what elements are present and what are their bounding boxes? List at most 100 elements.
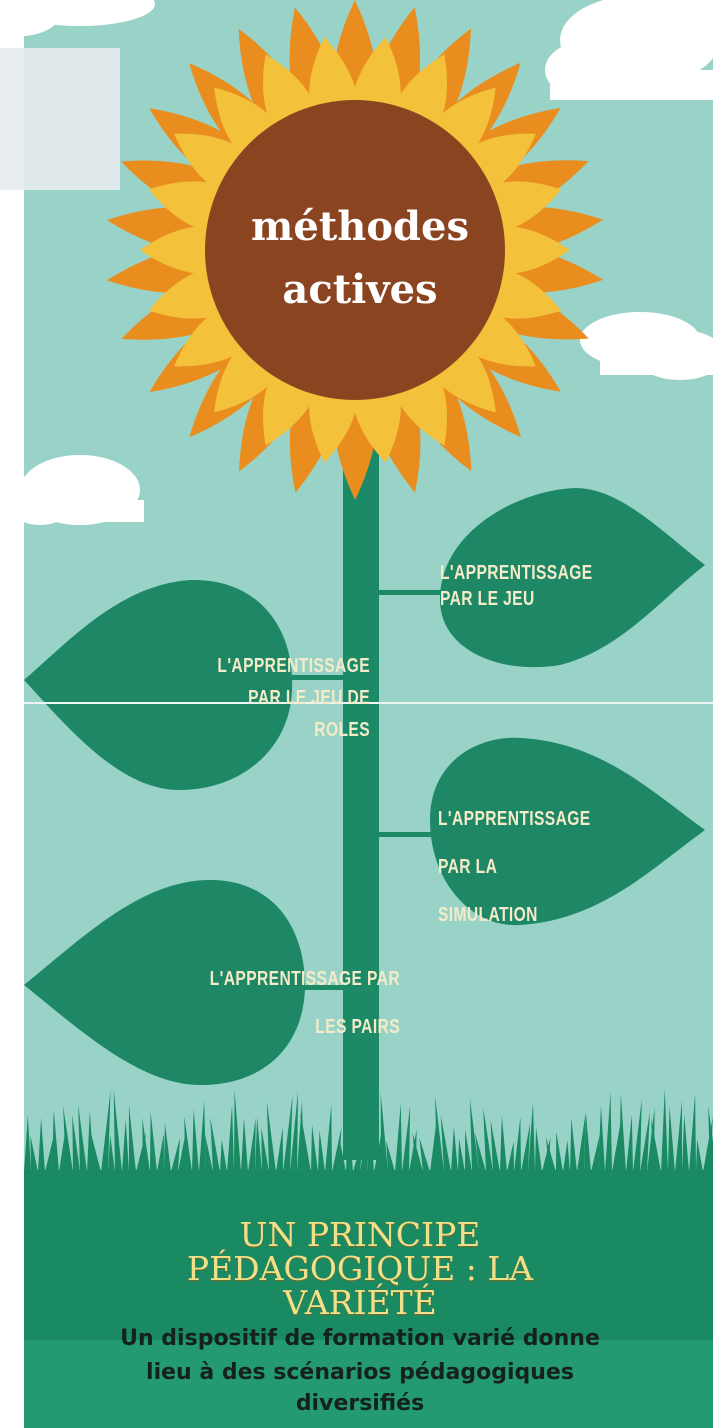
leaf-line: PAR LA: [438, 856, 498, 878]
grass-blade: [59, 1126, 66, 1172]
grass-blade: [412, 1132, 423, 1172]
grass-blade: [318, 1130, 325, 1172]
leaf-label-simulation: L'APPRENTISSAGE PAR LA SIMULATION: [438, 795, 649, 939]
leaf-simulation: [430, 737, 705, 926]
grass-blade: [402, 1105, 411, 1172]
grass-blade: [150, 1111, 157, 1172]
grass-blade: [30, 1135, 38, 1172]
grass-blade: [640, 1112, 650, 1172]
grass-blade: [374, 1135, 382, 1172]
grass-blade: [514, 1117, 521, 1172]
grass-blade: [199, 1100, 206, 1172]
grass-blade: [78, 1105, 87, 1172]
grass-blade: [24, 1115, 31, 1172]
grass-blade: [171, 1137, 180, 1172]
grass-blade: [689, 1093, 696, 1172]
grass-blade: [325, 1104, 332, 1172]
description-text: Un dispositif de formation varié donne l…: [20, 1322, 700, 1418]
grass-blade: [458, 1138, 465, 1172]
grass-blade: [122, 1118, 129, 1172]
grass-blade: [475, 1132, 486, 1172]
grass-blade: [556, 1131, 563, 1172]
grass-blade: [90, 1132, 101, 1172]
grass-blade: [255, 1117, 262, 1172]
divider-line: [24, 702, 713, 704]
grass-blade: [490, 1119, 500, 1172]
grass-blade: [248, 1117, 256, 1172]
grass-blade: [276, 1127, 283, 1172]
grass-blade: [360, 1116, 369, 1172]
grass-icon: [24, 1088, 713, 1172]
principle-heading: UN PRINCIPE PÉDAGOGIQUE : LA VARIÉTÉ: [100, 1218, 620, 1320]
flower-title-line2: actives: [282, 266, 438, 313]
grass-blade: [45, 1137, 54, 1172]
grass-blade: [157, 1133, 164, 1172]
grass-blade: [577, 1112, 586, 1172]
leaf-line: L'APPRENTISSAGE: [217, 655, 370, 677]
grass-blade: [297, 1100, 304, 1172]
grass-blade: [52, 1109, 59, 1172]
description-line: diversifiés: [295, 1391, 425, 1416]
grass-blade: [521, 1123, 531, 1172]
leaf-jeu-de-roles: [24, 579, 293, 790]
cloud-icon: [580, 312, 713, 380]
grass-blade: [178, 1128, 187, 1172]
grass-blade: [598, 1105, 605, 1172]
grass-blade: [87, 1111, 94, 1172]
grass-blade: [261, 1127, 269, 1172]
leaf-line: SIMULATION: [438, 904, 538, 926]
leaf-line: LES PAIRS: [315, 1016, 400, 1038]
grass-blade: [234, 1089, 241, 1172]
grass-blade: [483, 1107, 493, 1172]
principle-line: VARIÉTÉ: [283, 1283, 437, 1322]
leaf-label-pairs: L'APPRENTISSAGE PAR LES PAIRS: [104, 955, 400, 1051]
grass-blade: [38, 1117, 45, 1172]
cloud-icon: [5, 455, 144, 525]
grass-blade: [409, 1129, 417, 1172]
grass-blade: [440, 1114, 451, 1172]
grass-blade: [101, 1090, 111, 1172]
grass-blade: [675, 1100, 682, 1172]
leaf-jeu: [440, 488, 705, 668]
principle-line: UN PRINCIPE: [239, 1215, 481, 1254]
grass-blade: [570, 1117, 577, 1172]
grass-blade: [682, 1114, 689, 1172]
grass-blade: [500, 1115, 507, 1172]
leaf-line: L'APPRENTISSAGE: [440, 562, 593, 584]
grass-blade: [184, 1116, 192, 1172]
grass-blade: [395, 1103, 402, 1172]
grass-blade: [605, 1092, 612, 1172]
leaf-pairs: [24, 880, 305, 1085]
grass-blade: [241, 1117, 248, 1172]
grass-blade: [164, 1122, 171, 1172]
grass-blade: [266, 1101, 276, 1172]
grass-blade: [367, 1109, 374, 1172]
sunflower-icon: [106, 0, 604, 500]
grass-blade: [380, 1092, 388, 1172]
cloud-icon: [545, 0, 713, 100]
grass-blade: [113, 1089, 122, 1172]
cloud-icon: [0, 0, 155, 36]
grass-blade: [192, 1108, 199, 1172]
grass-blade: [612, 1116, 622, 1172]
grass-blade: [528, 1102, 535, 1172]
grass-blade: [633, 1098, 642, 1172]
grass-blade: [545, 1137, 556, 1172]
grass-blade: [619, 1093, 626, 1172]
leaf-line: PAR LE JEU DE: [248, 687, 370, 709]
grass-blade: [142, 1117, 150, 1172]
grass-blade: [220, 1139, 227, 1172]
grass-blade: [205, 1134, 213, 1172]
leaf-label-jeu-de-roles: L'APPRENTISSAGE PAR LE JEU DE ROLES: [113, 650, 370, 746]
grass-blade: [563, 1140, 570, 1172]
grass-blade: [430, 1112, 438, 1172]
grass-blade: [283, 1094, 293, 1172]
flower-title-line1: méthodes: [251, 203, 469, 250]
grass-blade: [507, 1141, 514, 1172]
grass-blade: [63, 1105, 73, 1172]
description-line: Un dispositif de formation varié donne: [120, 1326, 600, 1351]
grass-blade: [128, 1105, 136, 1172]
grass-blade: [661, 1088, 668, 1172]
description-line: lieu à des scénarios pédagogiques: [146, 1360, 574, 1385]
